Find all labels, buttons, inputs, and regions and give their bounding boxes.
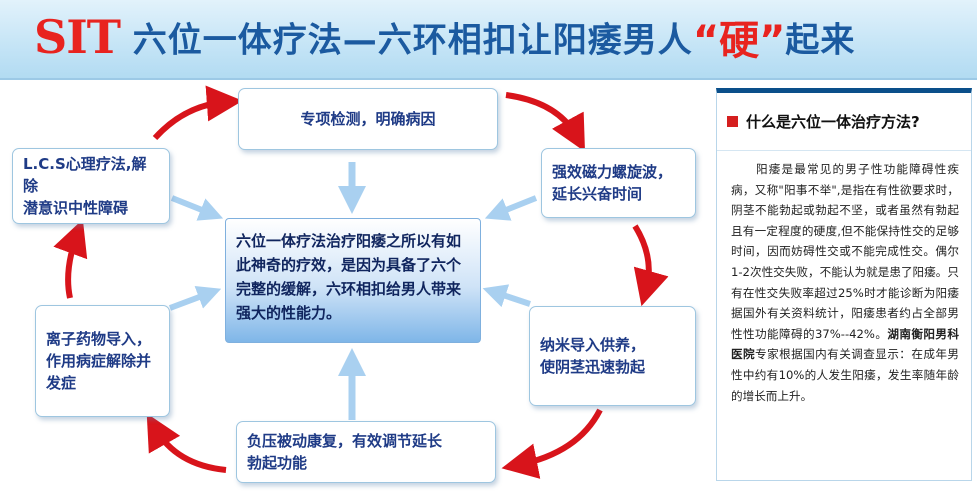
step-magnetic-wave: 强效磁力螺旋波， 延长兴奋时间 (541, 148, 696, 218)
title-banner: SIT 六位一体疗法—六环相扣让阳痿男人“硬”起来 (0, 0, 977, 80)
sidebar-body-part1: 阳痿是最常见的男子性功能障碍性疾病，又称"阳事不举",是指在有性欲要求时，阴茎不… (731, 162, 959, 341)
step-negative-pressure: 负压被动康复，有效调节延长 勃起功能 (236, 421, 496, 483)
title-part1: 六位一体疗法—六环相扣让阳痿男人 (119, 20, 693, 61)
step-nano-supply: 纳米导入供养， 使阴茎迅速勃起 (529, 306, 696, 406)
banner-title: SIT 六位一体疗法—六环相扣让阳痿男人“硬”起来 (34, 8, 855, 68)
sidebar-body-part2: 专家根据国内有关调查显示：在成年男性中约有10%的人发生阳痿，发生率随年龄的增长… (731, 347, 959, 403)
step-negative-pressure-line1: 负压被动康复，有效调节延长 (247, 432, 443, 450)
brand-sit: SIT (34, 10, 121, 64)
step-lcs-therapy-line1: L.C.S心理疗法,解除 (23, 155, 147, 195)
step-magnetic-wave-line2: 延长兴奋时间 (552, 185, 643, 203)
inward-arrow-left-top (170, 195, 224, 221)
info-sidebar: 什么是六位一体治疗方法? 阳痿是最常见的男子性功能障碍性疾病，又称"阳事不举",… (716, 88, 972, 481)
center-explanation: 六位一体疗法治疗阳痿之所以有如此神奇的疗效，是因为具备了六个完整的缓解，六环相扣… (225, 218, 481, 343)
step-detection-text: 专项检测，明确病因 (300, 110, 436, 128)
cycle-arrow-6 (53, 219, 88, 299)
inward-arrow-right-top (484, 195, 538, 221)
sidebar-title: 什么是六位一体治疗方法? (746, 113, 920, 131)
cycle-arrow-4 (501, 408, 603, 479)
title-hard-word: “硬” (692, 18, 786, 64)
sidebar-header: 什么是六位一体治疗方法? (717, 93, 971, 151)
step-nano-supply-line1: 纳米导入供养， (540, 336, 646, 354)
step-ion-drug-line1: 离子药物导入， (46, 330, 152, 348)
step-ion-drug-line2: 作用病症解除并 (46, 352, 152, 370)
cycle-arrow-2 (505, 92, 586, 152)
step-ion-drug-line3: 发症 (46, 374, 77, 392)
therapy-cycle-diagram: 专项检测，明确病因 强效磁力螺旋波， 延长兴奋时间 纳米导入供养， 使阴茎迅速勃… (0, 80, 700, 491)
red-square-icon (727, 116, 738, 127)
cycle-arrow-3 (632, 224, 669, 307)
step-nano-supply-line2: 使阴茎迅速勃起 (540, 358, 646, 376)
step-magnetic-wave-line1: 强效磁力螺旋波， (552, 163, 673, 181)
cycle-arrow-5 (146, 413, 227, 473)
sidebar-body: 阳痿是最常见的男子性功能障碍性疾病，又称"阳事不举",是指在有性欲要求时，阴茎不… (717, 151, 971, 406)
step-lcs-therapy-line2: 潜意识中性障碍 (23, 199, 129, 217)
step-detection: 专项检测，明确病因 (238, 88, 498, 150)
cycle-arrows (53, 85, 669, 479)
hospital-name: 湖南衡阳男科医院 (731, 326, 959, 362)
step-negative-pressure-line2: 勃起功能 (247, 454, 308, 472)
inward-arrow-left-bottom (168, 285, 222, 311)
cycle-arrow-1 (152, 85, 243, 141)
step-lcs-therapy: L.C.S心理疗法,解除 潜意识中性障碍 (12, 148, 170, 224)
inward-arrow-right-bottom (482, 284, 531, 308)
step-ion-drug: 离子药物导入， 作用病症解除并 发症 (35, 305, 170, 417)
title-part2: 起来 (785, 20, 856, 61)
